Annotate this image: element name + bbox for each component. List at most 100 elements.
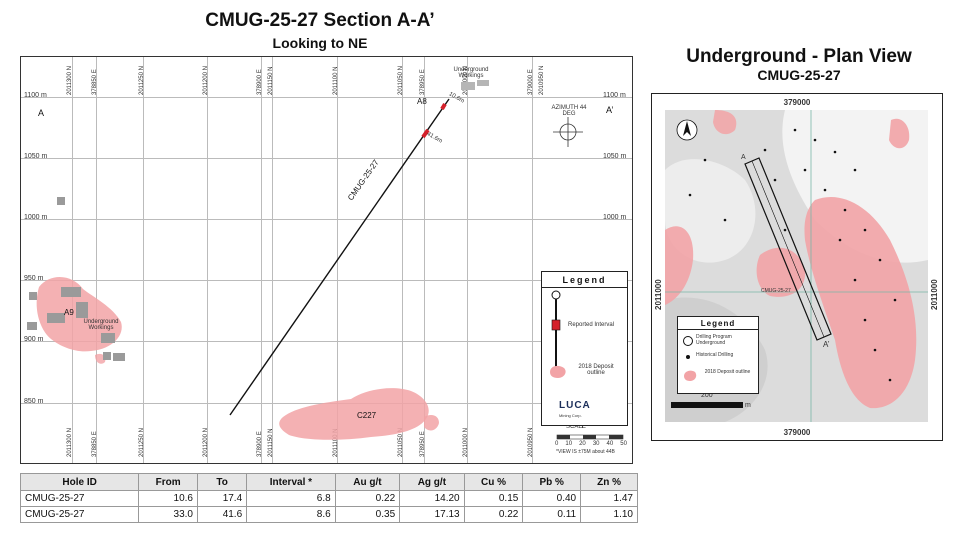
plan-deposit-swatch	[684, 370, 697, 381]
plan-legend-drilling: Drilling Program Underground	[696, 334, 732, 346]
table-cell: 0.40	[522, 490, 582, 507]
table-cell: 0.35	[334, 506, 401, 523]
workings-label-a9: Underground Workings	[83, 319, 119, 331]
column-header: Cu %	[463, 473, 524, 491]
table-cell: 0.22	[334, 490, 401, 507]
legend-deposit-swatch	[550, 365, 566, 378]
grid-line	[272, 57, 273, 463]
elevation-label: 1000 m	[603, 214, 627, 221]
column-header: Zn %	[580, 473, 638, 491]
workings-block	[47, 313, 65, 323]
elevation-label: 1100 m	[603, 92, 626, 99]
plan-title: Underground - Plan View	[686, 46, 912, 67]
table-cell: 1.47	[580, 490, 638, 507]
grid-line	[207, 57, 208, 463]
workings-block	[101, 333, 115, 343]
drilling-program-icon	[683, 336, 693, 346]
column-header: Ag g/t	[399, 473, 465, 491]
compass-icon	[553, 117, 583, 147]
plan-deposit	[889, 118, 910, 149]
company-logo: LUCA	[559, 400, 591, 411]
scale-caption: SCALE	[566, 424, 586, 430]
column-header: From	[138, 473, 198, 491]
plan-hole-label: CMUG-25-27	[761, 288, 791, 294]
workings-block	[461, 82, 475, 90]
grid-line	[467, 57, 468, 463]
table-cell: CMUG-25-27	[19, 506, 140, 523]
plan-deposit	[713, 110, 737, 135]
plan-northing-left: 2011000	[654, 279, 663, 310]
plan-scale-value: 200	[701, 392, 713, 399]
plan-a-prime-label: A’	[823, 340, 830, 349]
deposit-label-c227: C227	[357, 411, 377, 420]
scale-sub: 1:	[581, 424, 587, 430]
drillhole-trace	[229, 98, 450, 416]
column-header: Hole ID	[19, 473, 140, 491]
deposit-label-a9: A9	[64, 308, 74, 317]
deposit-outline-small	[424, 415, 439, 431]
column-header: To	[196, 473, 248, 491]
table-cell: 14.20	[399, 490, 465, 507]
table-cell: 0.15	[463, 490, 524, 507]
compass-caption: AZIMUTH 44 DEG	[551, 105, 587, 117]
column-header: Interval *	[246, 473, 336, 491]
deposit-outline-c227	[279, 388, 429, 440]
table-cell: 0.22	[463, 506, 524, 523]
section-a-label: A	[38, 108, 45, 118]
grid-line	[143, 57, 144, 463]
workings-block	[477, 80, 489, 86]
table-row: CMUG-25-27 33.0 41.6 8.6 0.35 17.13 0.22…	[19, 506, 638, 523]
plan-deposit	[756, 247, 806, 297]
workings-block	[103, 352, 111, 360]
scale-bar	[556, 434, 624, 440]
plan-deposit	[665, 226, 694, 305]
legend-reported-interval: Reported Interval	[568, 322, 615, 328]
grid-line	[532, 57, 533, 463]
elevation-label: 850 m	[24, 398, 44, 405]
workings-block	[29, 292, 37, 300]
legend-deposit: 2018 Deposit outline	[578, 364, 614, 376]
section-legend: Legend Reported Interval 2018 Deposit ou…	[541, 271, 628, 426]
plan-legend-historical: Historical Drilling	[696, 352, 734, 358]
elevation-label: 1050 m	[24, 153, 48, 160]
grid-line	[21, 280, 632, 281]
elevation-label: 950 m	[24, 275, 44, 282]
table-header-row: Hole ID From To Interval * Au g/t Ag g/t…	[19, 473, 638, 491]
scale-note: *VIEW IS ±75M about 44B	[556, 449, 615, 455]
table-cell: 1.10	[580, 506, 638, 523]
table-cell: 6.8	[246, 490, 336, 507]
column-header: Au g/t	[334, 473, 401, 491]
assay-table: Hole ID From To Interval * Au g/t Ag g/t…	[19, 473, 638, 523]
elevation-label: 1050 m	[603, 153, 627, 160]
workings-block	[27, 322, 37, 330]
legend-drillhole-symbol	[551, 290, 561, 368]
table-cell: 10.6	[138, 490, 198, 507]
plan-legend-title: Legend	[700, 319, 736, 328]
plan-northing-right: 2011000	[930, 279, 939, 310]
section-subtitle: Looking to NE	[272, 35, 368, 51]
table-cell: 17.4	[196, 490, 248, 507]
section-a-prime-label: A’	[606, 105, 614, 115]
plan-map[interactable]: CMUG-25-27 A A’ 200 m Legend Drilling Pr…	[665, 110, 928, 422]
plan-view[interactable]: 379000 379000 2011000 2011000	[651, 93, 943, 441]
grid-line	[72, 57, 73, 463]
table-cell: 33.0	[138, 506, 198, 523]
grid-line	[21, 158, 632, 159]
plan-legend: Legend Drilling Program Underground Hist…	[677, 316, 759, 394]
grid-line	[21, 97, 632, 98]
table-row: CMUG-25-27 10.6 17.4 6.8 0.22 14.20 0.15…	[19, 490, 638, 507]
section-corridor	[744, 157, 832, 341]
grid-line	[96, 57, 97, 463]
workings-block	[76, 302, 88, 318]
reported-interval-1	[440, 102, 447, 111]
section-view[interactable]: 2011300 N 378850 E 2011250 N 2011200 N 3…	[20, 56, 633, 464]
company-logo-sub: Mining Corp.	[559, 413, 582, 418]
grid-line	[424, 57, 425, 463]
column-header: Pb %	[522, 473, 582, 491]
table-cell: 0.11	[522, 506, 582, 523]
table-cell: 41.6	[196, 506, 248, 523]
table-cell: 8.6	[246, 506, 336, 523]
plan-legend-deposit: 2018 Deposit outline	[704, 369, 751, 375]
plan-scale-unit: m	[745, 402, 751, 409]
